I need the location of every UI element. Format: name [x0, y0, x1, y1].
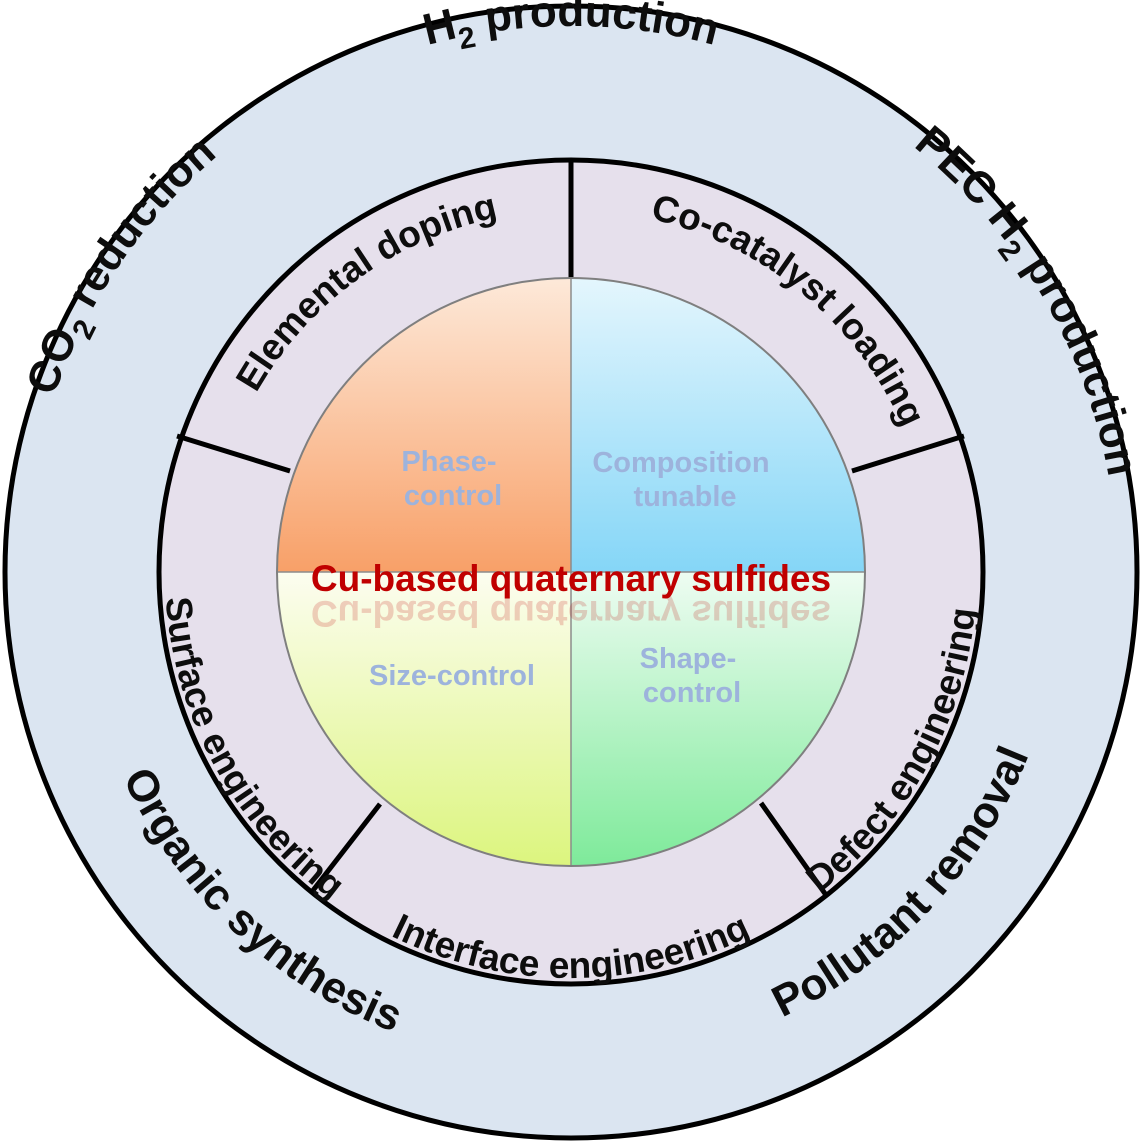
label-size-control: Size-control [369, 660, 535, 692]
center-title-reflection: Cu-based quaternary sulfides [311, 593, 831, 634]
label-shape-control: Shape- control [640, 643, 745, 709]
divider-lower-left [309, 802, 382, 895]
center-title: Cu-based quaternary sulfides [311, 558, 831, 599]
quadrant-size-control [277, 572, 571, 866]
quadrant-composition-tunable [571, 278, 865, 572]
divider-upper-left [176, 433, 291, 474]
quadrant-phase-control [277, 278, 571, 572]
divider-upper-right [851, 433, 965, 474]
label-composition-tunable: Composition tunable [592, 447, 777, 513]
quadrant-shape-control [571, 572, 865, 866]
inner-circle [276, 277, 866, 867]
divider-lower-right [758, 801, 829, 897]
label-phase-control: Phase- control [401, 446, 504, 512]
